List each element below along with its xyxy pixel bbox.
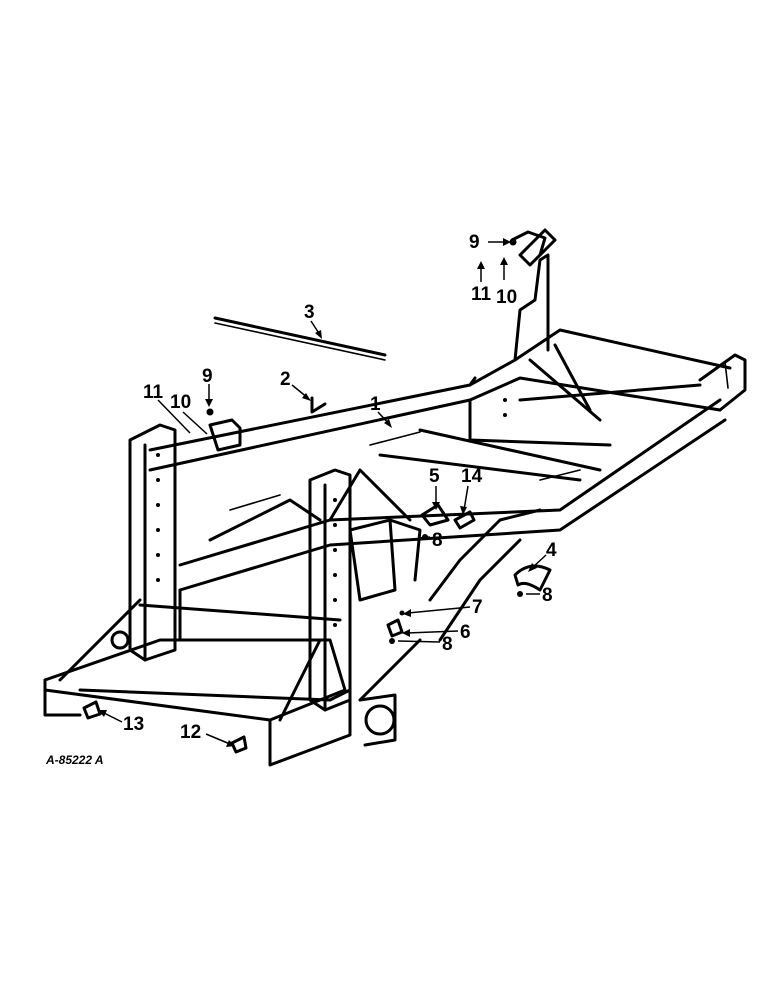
left-mount-bracket [206, 408, 242, 452]
part-3-rod [213, 316, 387, 361]
right-mount-bracket [509, 230, 547, 257]
callout-1: 1 [370, 394, 381, 415]
part-2-bracket [310, 396, 327, 414]
callout-14: 14 [461, 466, 483, 487]
callout-9-right: 9 [469, 232, 480, 253]
part-5-strap [420, 503, 450, 527]
callout-7: 7 [472, 597, 483, 618]
part-13-clip [82, 700, 102, 720]
callout-2: 2 [280, 369, 291, 390]
callout-11-left: 11 [143, 382, 164, 403]
callout-11-right: 11 [471, 284, 492, 305]
callout-6: 6 [460, 622, 471, 643]
main-frame [43, 228, 747, 767]
callout-3: 3 [304, 302, 315, 323]
callout-5: 5 [429, 466, 440, 487]
callout-4: 4 [546, 540, 557, 561]
callout-9-left: 9 [202, 366, 213, 387]
figure-reference: A-85222 A [45, 753, 104, 767]
callout-numbers: 1 2 3 4 5 6 7 8 8 8 9 9 10 10 11 11 12 1… [123, 232, 557, 743]
callout-13: 13 [123, 714, 144, 735]
hardware-6-7-8 [386, 534, 523, 644]
part-4-shield [513, 564, 552, 592]
callout-8b: 8 [542, 585, 553, 606]
part-14-plate [453, 510, 476, 530]
callout-8c: 8 [442, 634, 453, 655]
leader-lines [98, 238, 547, 747]
callout-8a: 8 [432, 530, 443, 551]
callout-12: 12 [180, 722, 201, 743]
callout-10-right: 10 [496, 287, 517, 308]
callout-10-left: 10 [170, 392, 191, 413]
part-12-clip [230, 735, 248, 754]
